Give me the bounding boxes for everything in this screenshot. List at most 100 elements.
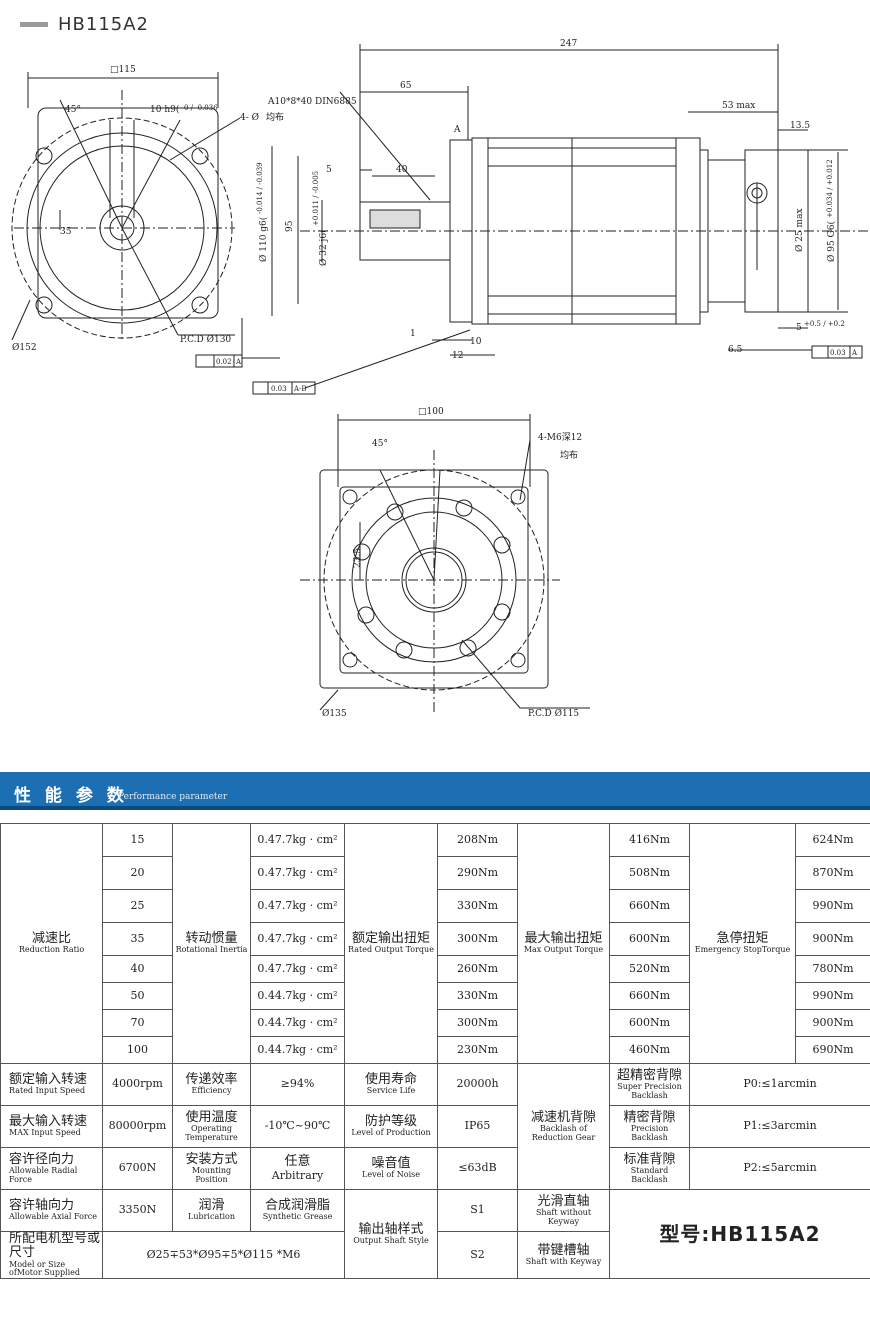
- dim-dia95g6-tol: +0.034 / +0.012: [826, 159, 834, 218]
- dim-95: 95: [285, 220, 295, 232]
- dim-53max: 53 max: [722, 101, 755, 111]
- estop-cell: 624Nm: [795, 823, 870, 857]
- dim-247: 247: [560, 39, 577, 49]
- in-speed-cn: 额定输入转速: [9, 1071, 88, 1087]
- ratio-cell: 40: [102, 955, 173, 983]
- prot-value: IP65: [437, 1105, 518, 1148]
- datum-a: A: [453, 125, 461, 135]
- temp-cn: 使用温度: [185, 1109, 238, 1125]
- s1-value: S1: [437, 1189, 518, 1232]
- estop-cell: 900Nm: [795, 922, 870, 956]
- dim-12: 12: [452, 351, 463, 361]
- max-cell: 600Nm: [609, 1009, 690, 1037]
- torque-cell: 260Nm: [437, 955, 518, 983]
- lub-cn: 润滑: [198, 1197, 225, 1213]
- noise-value: ≤63dB: [437, 1147, 518, 1190]
- prot-en: Level of Production: [351, 1128, 431, 1138]
- dim-m6-holes2: 均布: [560, 449, 578, 461]
- technical-drawing: □115 45° 10 h9( 0 / -0.036 4- Ø 均布 35 Ø1…: [11, 39, 870, 719]
- perf-stripe: [0, 806, 870, 810]
- dim-pcd130: P.C.D Ø130: [180, 334, 231, 345]
- eff-value: ≥94%: [250, 1063, 345, 1106]
- dim-40: 40: [396, 165, 408, 175]
- max-speed-en: MAX Input Speed: [9, 1128, 81, 1138]
- dim-dia32: Ø 32 j6(: [318, 229, 329, 266]
- dim-holes-front: 4- Ø: [240, 112, 259, 123]
- tol1-ref: A: [235, 358, 242, 366]
- perf-title-cn: 性 能 参 数: [14, 786, 128, 806]
- p0-en: Super Precision Backlash: [617, 1081, 682, 1100]
- inertia-cell: 0.47.7kg · cm²: [250, 856, 345, 890]
- prot-cn: 防护等级: [364, 1113, 417, 1129]
- torque-cell: 300Nm: [437, 1009, 518, 1037]
- s1-cn: 光滑直轴: [537, 1193, 590, 1209]
- dim-1: 1: [410, 329, 416, 339]
- max-cell: 508Nm: [609, 856, 690, 890]
- inertia-cell: 0.47.7kg · cm²: [250, 922, 345, 956]
- mount-cn: 安装方式: [185, 1151, 238, 1167]
- dim-sq100: □100: [418, 407, 444, 417]
- dim-dia110-tol: -0.014 / -0.039: [256, 162, 264, 214]
- s2-cn: 带键槽轴: [537, 1242, 590, 1258]
- radial-value: 6700N: [102, 1147, 173, 1190]
- temp-value: -10℃~90℃: [250, 1105, 345, 1148]
- axial-value: 3350N: [102, 1189, 173, 1232]
- noise-en: Level of Noise: [362, 1170, 420, 1180]
- p0-value: P0:≤1arcmin: [689, 1063, 870, 1106]
- dim-key-width-tol: 0 / -0.036: [184, 104, 218, 112]
- torque-cell: 300Nm: [437, 922, 518, 956]
- max-cell: 600Nm: [609, 922, 690, 956]
- max-cell: 460Nm: [609, 1036, 690, 1064]
- grease-en: Synthetic Grease: [262, 1212, 333, 1222]
- inertia-cell: 0.47.7kg · cm²: [250, 889, 345, 923]
- dim-m6-holes: 4-M6深12: [538, 432, 582, 443]
- p2-value: P2:≤5arcmin: [689, 1147, 870, 1190]
- dim-angle-flange: 45°: [372, 439, 388, 449]
- inertia-cell: 0.44.7kg · cm²: [250, 1036, 345, 1064]
- dim-angle-front: 45°: [65, 105, 81, 115]
- model-name: HB115A2: [58, 14, 150, 35]
- dim-5tol-val: +0.5 / +0.2: [804, 320, 845, 328]
- axial-en: Allowable Axial Force: [9, 1212, 97, 1222]
- torque-cell: 208Nm: [437, 823, 518, 857]
- life-en: Service Life: [366, 1086, 416, 1096]
- estop-cell: 780Nm: [795, 955, 870, 983]
- torque-cell: 330Nm: [437, 889, 518, 923]
- front-view: [11, 72, 241, 341]
- shaft-en: Output Shaft Style: [353, 1235, 429, 1245]
- dim-dia95g6: Ø 95 G6(: [826, 221, 837, 262]
- dim-dia32-tol: +0.011 / -0.005: [312, 171, 320, 226]
- dim-6-5: 6.5: [728, 345, 743, 355]
- max-en: Max Output Torque: [523, 945, 604, 955]
- max-cell: 660Nm: [609, 982, 690, 1010]
- header-title: HB115A2: [20, 14, 149, 35]
- lub-en: Lubrication: [188, 1212, 235, 1222]
- s1-en: Shaft without Keyway: [535, 1207, 592, 1226]
- ratio-cell: 35: [102, 922, 173, 956]
- tol1: 0.02: [216, 358, 232, 366]
- max-speed-cn: 最大输入转速: [9, 1113, 88, 1129]
- torque-cn: 额定输出扭矩: [351, 930, 430, 946]
- inertia-cell: 0.47.7kg · cm²: [250, 955, 345, 983]
- tol2-ref: A-B: [293, 385, 307, 393]
- torque-cell: 290Nm: [437, 856, 518, 890]
- dim-65: 65: [400, 81, 412, 91]
- dim-35: 35: [60, 227, 72, 237]
